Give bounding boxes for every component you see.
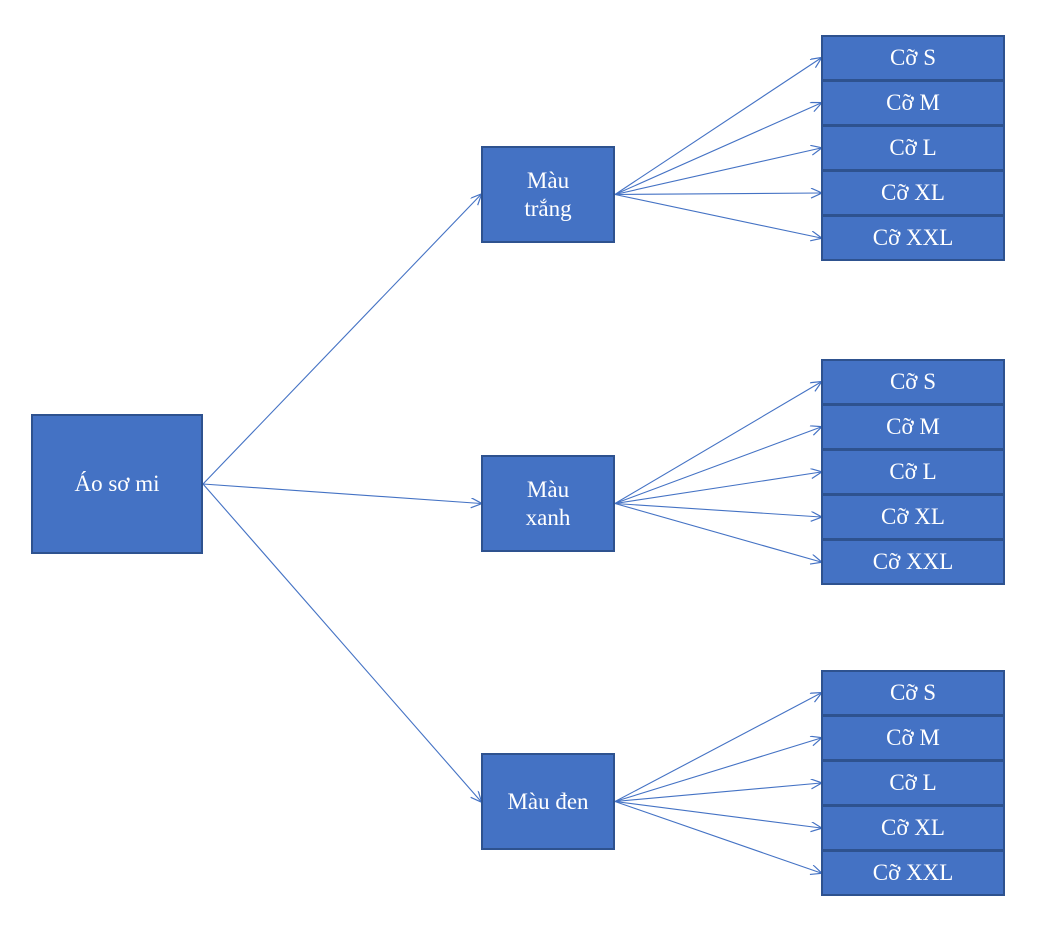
node-size[interactable]: Cỡ XL [821,805,1005,851]
size-stack-3: Cỡ S Cỡ M Cỡ L Cỡ XL Cỡ XXL [821,670,1005,896]
node-size-label: Cỡ S [889,45,937,70]
node-size-label: Cỡ L [889,770,937,795]
node-size[interactable]: Cỡ XXL [821,215,1005,261]
node-size-label: Cỡ S [889,369,937,394]
node-color-1-label: Màu trắng [524,168,572,221]
node-size-label: Cỡ XXL [872,225,954,250]
node-size-label: Cỡ XXL [872,860,954,885]
node-size-label: Cỡ S [889,680,937,705]
node-size[interactable]: Cỡ L [821,125,1005,171]
node-size-label: Cỡ M [886,90,940,115]
node-size[interactable]: Cỡ XL [821,170,1005,216]
size-stack-2: Cỡ S Cỡ M Cỡ L Cỡ XL Cỡ XXL [821,359,1005,585]
node-size-label: Cỡ M [886,414,940,439]
node-color-2-label: Màu xanh [525,477,571,530]
node-color-3[interactable]: Màu đen [481,753,615,850]
size-stack-1: Cỡ S Cỡ M Cỡ L Cỡ XL Cỡ XXL [821,35,1005,261]
node-root-label: Áo sơ mi [74,471,160,497]
node-color-1[interactable]: Màu trắng [481,146,615,243]
node-size[interactable]: Cỡ XXL [821,850,1005,896]
node-size-label: Cỡ XL [881,815,945,840]
node-size-label: Cỡ XL [881,504,945,529]
node-size-label: Cỡ L [889,459,937,484]
node-size[interactable]: Cỡ XL [821,494,1005,540]
node-size[interactable]: Cỡ M [821,715,1005,761]
node-size[interactable]: Cỡ S [821,35,1005,81]
node-size-label: Cỡ XL [881,180,945,205]
node-size-label: Cỡ XXL [872,549,954,574]
node-size-label: Cỡ M [886,725,940,750]
node-size[interactable]: Cỡ XXL [821,539,1005,585]
node-size[interactable]: Cỡ M [821,80,1005,126]
node-size[interactable]: Cỡ L [821,760,1005,806]
node-color-3-label: Màu đen [507,788,589,814]
node-root[interactable]: Áo sơ mi [31,414,203,554]
node-size[interactable]: Cỡ S [821,359,1005,405]
node-size[interactable]: Cỡ L [821,449,1005,495]
node-size[interactable]: Cỡ S [821,670,1005,716]
node-size[interactable]: Cỡ M [821,404,1005,450]
node-size-label: Cỡ L [889,135,937,160]
node-color-2[interactable]: Màu xanh [481,455,615,552]
